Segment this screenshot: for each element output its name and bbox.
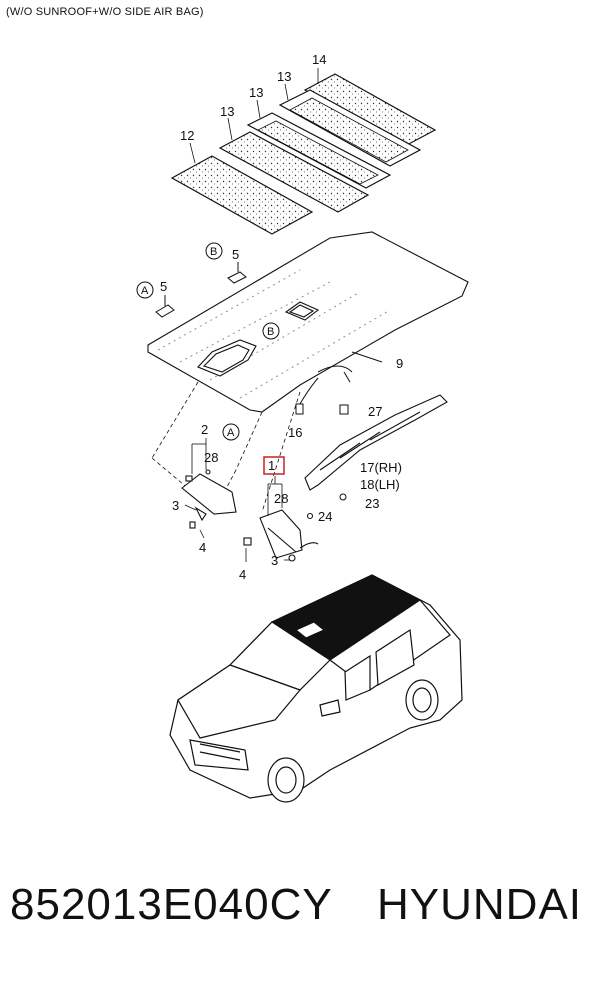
callout-a-top-label: A <box>141 285 149 297</box>
insulation-pad-13-lower <box>246 112 392 189</box>
label-part-3-a: 3 <box>172 498 179 513</box>
brand-name: HYUNDAI <box>377 880 583 929</box>
visor-rh-leaders <box>245 476 290 562</box>
callout-b-top-label: B <box>210 246 217 258</box>
label-part-4-b: 4 <box>239 567 246 582</box>
label-part-27: 27 <box>368 404 382 419</box>
diagram-title: (W/O SUNROOF+W/O SIDE AIR BAG) <box>6 6 204 18</box>
label-part-17: 17(RH) <box>360 460 402 475</box>
label-part-18: 18(LH) <box>360 477 400 492</box>
clip-16 <box>295 377 319 415</box>
label-part-4-a: 4 <box>199 540 206 555</box>
highlight-box-part-1 <box>263 456 285 475</box>
label-part-5-a: 5 <box>160 279 167 294</box>
sun-visor-rh <box>243 509 319 562</box>
label-part-16: 16 <box>288 425 302 440</box>
label-part-2: 2 <box>201 422 208 437</box>
callout-a-visor: A <box>222 423 240 441</box>
label-part-24: 24 <box>318 509 332 524</box>
callout-a-visor-label: A <box>227 427 235 439</box>
assist-handle-9 <box>317 351 383 383</box>
callout-b-top: B <box>205 242 223 260</box>
roof-side-trim <box>304 394 448 491</box>
sun-visor-lh <box>181 469 237 529</box>
label-part-3-b: 3 <box>271 553 278 568</box>
label-part-13b: 13 <box>220 104 234 119</box>
label-part-12: 12 <box>180 128 194 143</box>
label-part-14: 14 <box>312 52 326 67</box>
pad-leaders <box>189 68 319 164</box>
visor-lh-leaders <box>184 438 207 539</box>
parts-diagram: A B B A <box>136 52 469 803</box>
callout-b-panel: B <box>262 322 280 340</box>
clip-5-b <box>227 262 247 284</box>
screw-23 <box>339 493 347 501</box>
callout-a-top: A <box>136 281 154 299</box>
label-part-28-a: 28 <box>204 450 218 465</box>
label-part-13-upper: 13 <box>277 69 291 84</box>
insulation-pad-12-b <box>218 131 370 213</box>
insulation-pad-13-upper <box>278 89 422 167</box>
clip-5-a <box>155 295 175 318</box>
part-number: 852013E040CY <box>10 880 333 929</box>
clip-27 <box>339 404 349 415</box>
label-part-5-b: 5 <box>232 247 239 262</box>
callout-b-panel-label: B <box>267 326 274 338</box>
insulation-pad-12 <box>170 155 314 235</box>
label-part-28-b: 28 <box>274 491 288 506</box>
label-part-23: 23 <box>365 496 379 511</box>
vehicle-illustration <box>169 574 463 803</box>
label-part-1: 1 <box>268 458 275 473</box>
label-part-9: 9 <box>396 356 403 371</box>
headlining-panel <box>147 231 469 413</box>
label-part-13-lower: 13 <box>249 85 263 100</box>
